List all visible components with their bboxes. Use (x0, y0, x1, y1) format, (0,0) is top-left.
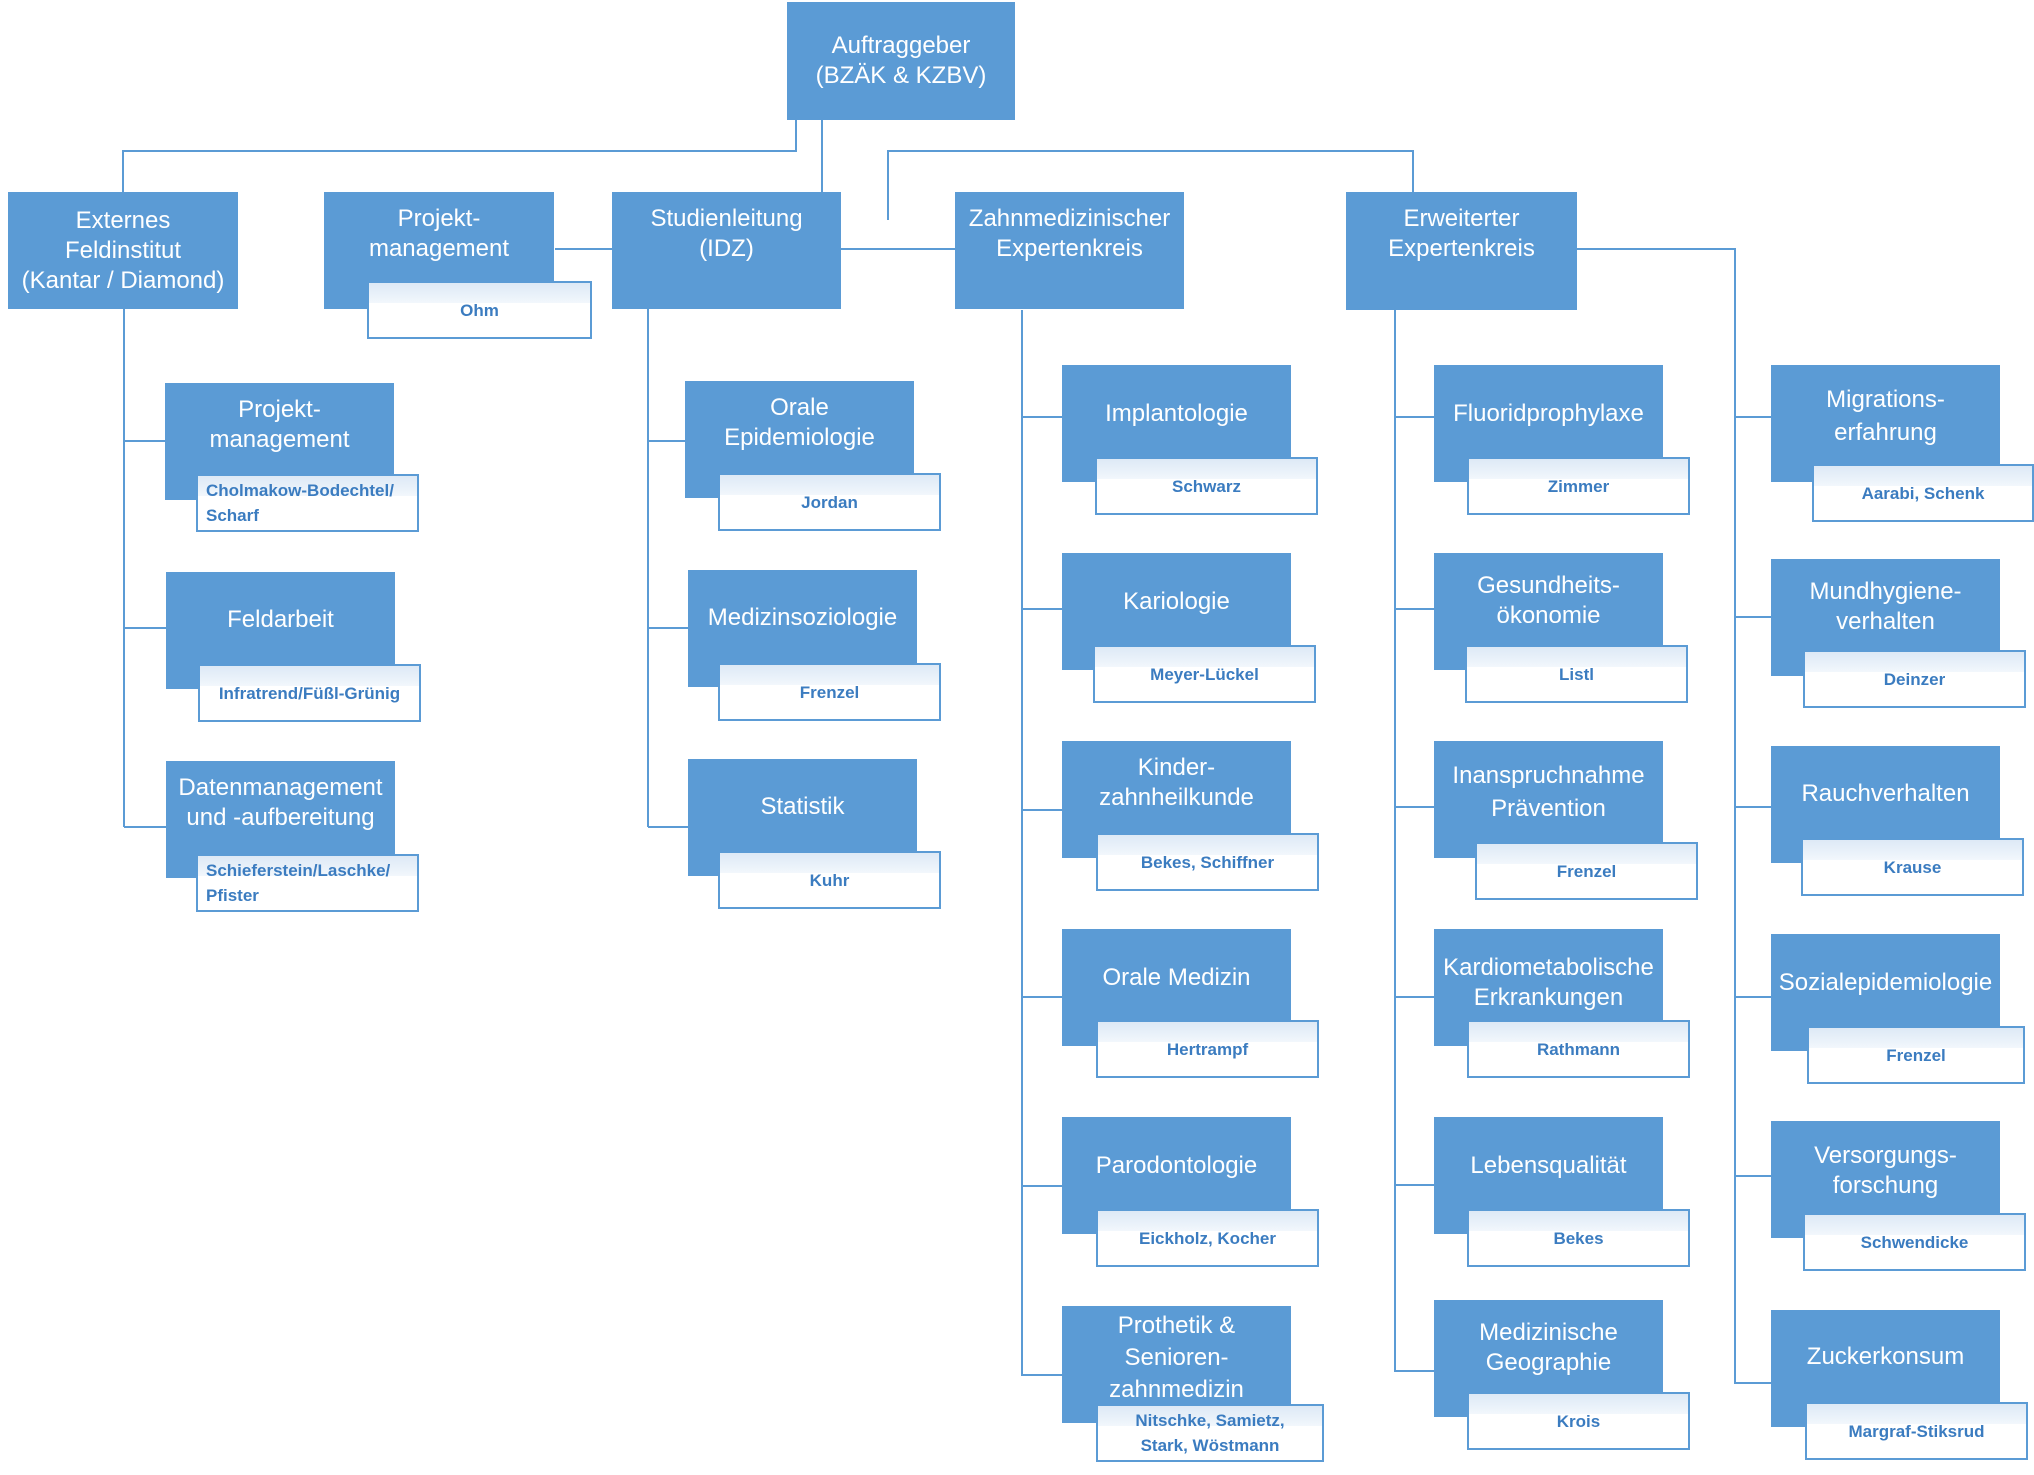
node-auftraggeber: Auftraggeber (BZÄK & KZBV) (787, 2, 1015, 120)
node-lebensqualitaet-person: Bekes (1467, 1209, 1690, 1267)
node-parodontologie-person: Eickholz, Kocher (1096, 1209, 1319, 1267)
node-erweiterter-expertenkreis: Erweiterter Expertenkreis (1346, 192, 1577, 310)
node-medizinsoziologie-person: Frenzel (718, 663, 941, 721)
node-zahnmedizinischer-expertenkreis: Zahnmedizinischer Expertenkreis (955, 192, 1184, 309)
node-orale-epidemiologie-person: Jordan (718, 473, 941, 531)
node-projektmanagement-person: Ohm (367, 281, 592, 339)
node-medizinische-geographie-person: Krois (1467, 1392, 1690, 1450)
node-prothetik-seniorenzahnmedizin: Prothetik & Senioren- zahnmedizin (1062, 1306, 1291, 1423)
connector-top-left (122, 120, 797, 192)
node-mundhygieneverhalten-person: Deinzer (1803, 650, 2026, 708)
node-gesundheitsoekonomie-person: Listl (1465, 645, 1688, 703)
node-feld-projektmanagement-person: Cholmakow-Bodechtel/ Scharf (196, 474, 419, 532)
node-datenmanagement-person: Schieferstein/Laschke/ Pfister (196, 854, 419, 912)
node-inanspruchnahme-person: Frenzel (1475, 842, 1698, 900)
node-sozialepidemiologie-person: Frenzel (1807, 1026, 2025, 1084)
node-migrationserfahrung-person: Aarabi, Schenk (1812, 464, 2034, 522)
node-rauchverhalten-person: Krause (1801, 838, 2024, 896)
node-implantologie-person: Schwarz (1095, 457, 1318, 515)
node-kardiometabolische-person: Rathmann (1467, 1020, 1690, 1078)
node-orale-medizin-person: Hertrampf (1096, 1020, 1319, 1078)
node-versorgungsforschung-person: Schwendicke (1803, 1213, 2026, 1271)
node-externes-feldinstitut: Externes Feldinstitut (Kantar / Diamond) (8, 192, 238, 309)
node-kinderzahnheilkunde-person: Bekes, Schiffner (1096, 833, 1319, 891)
connector-top-right (887, 150, 1414, 220)
node-migrationserfahrung: Migrations- erfahrung (1771, 365, 2000, 482)
connector-feld-tree (123, 308, 166, 828)
node-statistik-person: Kuhr (718, 851, 941, 909)
connector-erweitert-right (1577, 248, 1771, 1384)
node-feldarbeit-person: Infratrend/Füßl-Grünig (198, 664, 421, 722)
node-kariologie-person: Meyer-Lückel (1093, 645, 1316, 703)
connector-erweitert-tree (1394, 310, 1434, 1372)
connector-erweitert-right-branches (1735, 416, 1771, 1177)
node-zuckerkonsum-person: Margraf-Stiksrud (1805, 1402, 2028, 1460)
connector-studien-tree (647, 308, 688, 828)
node-inanspruchnahme-praevention: Inanspruchnahme Prävention (1434, 741, 1663, 858)
node-fluoridprophylaxe-person: Zimmer (1467, 457, 1690, 515)
connector-zahnmed-tree (1021, 310, 1062, 1376)
node-prothetik-person: Nitschke, Samietz, Stark, Wöstmann (1096, 1404, 1324, 1462)
node-studienleitung: Studienleitung (IDZ) (612, 192, 841, 309)
